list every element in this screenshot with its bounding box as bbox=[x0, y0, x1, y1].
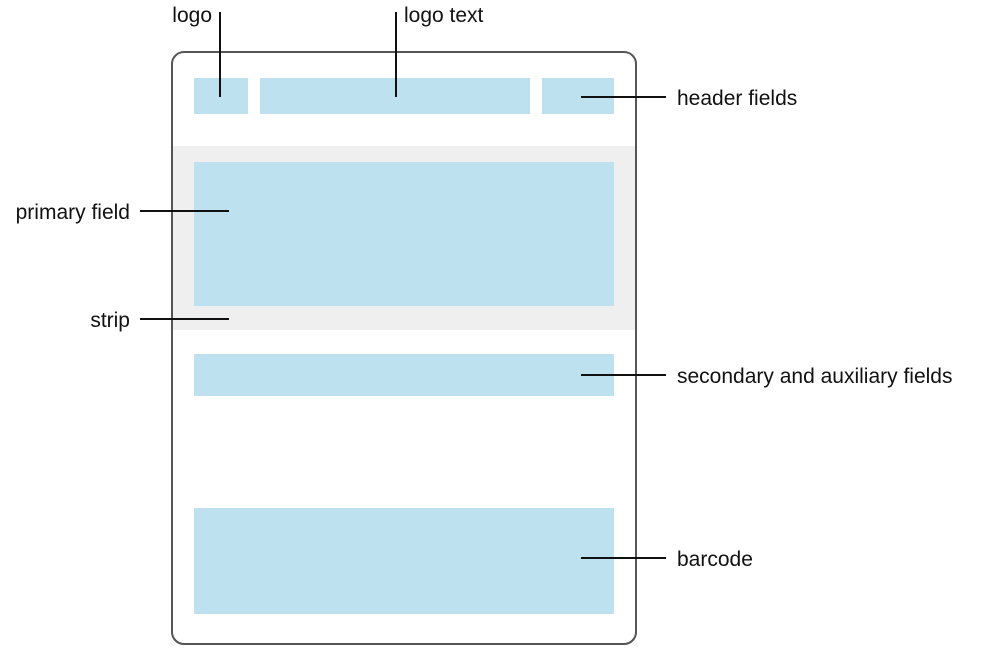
secondary-auxiliary-fields-label: secondary and auxiliary fields bbox=[677, 365, 952, 388]
logo-text-label: logo text bbox=[404, 4, 484, 27]
header-fields-label: header fields bbox=[677, 87, 797, 110]
logo-label: logo bbox=[172, 4, 212, 27]
strip-label: strip bbox=[90, 309, 130, 332]
secondary-auxiliary-fields-region bbox=[194, 354, 614, 396]
barcode-region bbox=[194, 508, 614, 614]
primary-field-region bbox=[194, 162, 614, 306]
primary-field-label: primary field bbox=[16, 201, 130, 224]
barcode-label: barcode bbox=[677, 548, 753, 571]
